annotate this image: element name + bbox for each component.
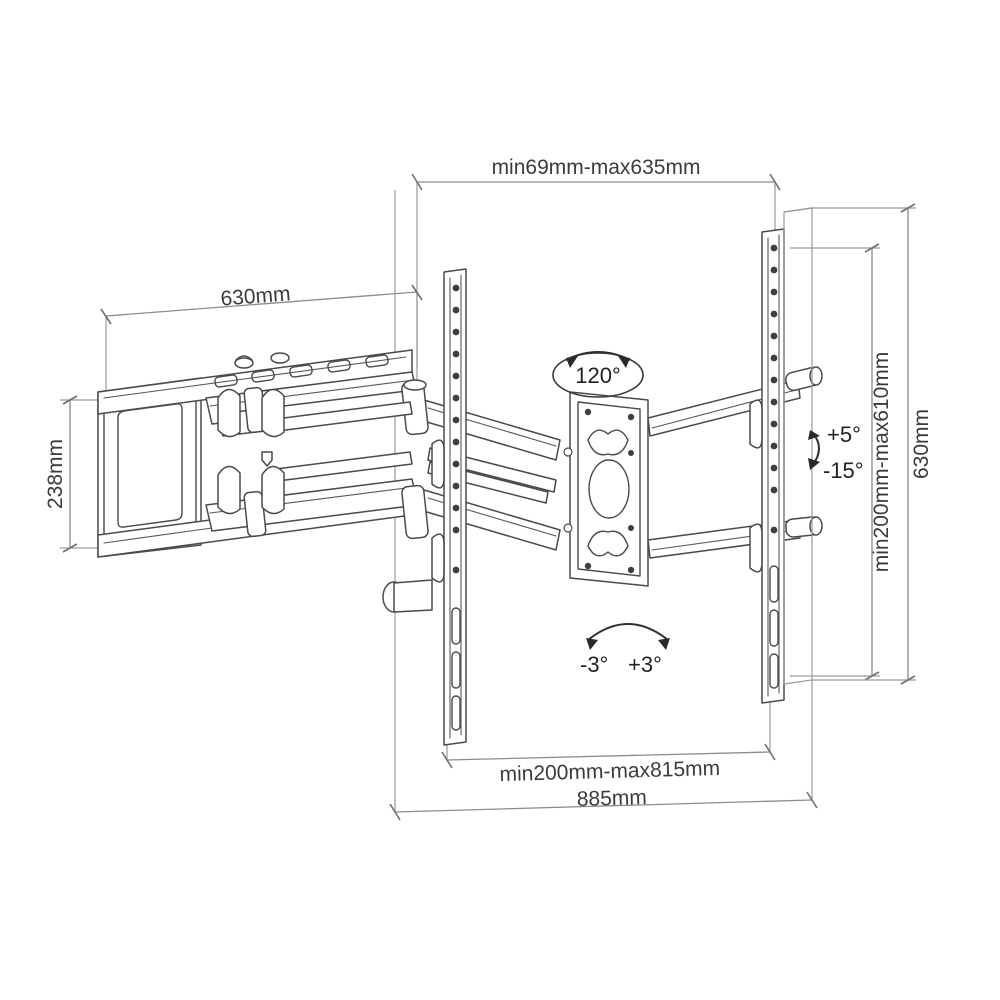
dim-label-bottom-total-width: 885mm (576, 786, 647, 811)
dim-label-left-height: 238mm (44, 439, 67, 509)
adjustment-hardware (217, 388, 285, 515)
dimension-right-vesa-height (790, 243, 880, 681)
swivel-badge: 120° (552, 351, 644, 398)
roll-left-label: -3° (580, 652, 608, 677)
roll-callout: -3° +3° (580, 623, 670, 677)
cross-bar-upper (647, 366, 823, 437)
dimension-left-height (60, 395, 104, 553)
dim-label-bottom-vesa-width: min200mm-max815mm (499, 757, 720, 786)
tilt-callout: +5° -15° (808, 422, 864, 483)
tv-panel-outline (783, 207, 813, 685)
dim-label-right-panel-height: 630mm (910, 409, 933, 479)
dim-label-right-vesa-height: min200mm-max610mm (870, 352, 893, 573)
arm-end-knob (382, 579, 433, 613)
vesa-rail-right (749, 228, 785, 704)
roll-right-label: +3° (628, 652, 662, 677)
tilt-up-label: +5° (827, 422, 861, 447)
center-pivot-plate (563, 391, 649, 587)
dimension-left-depth (100, 284, 423, 410)
swivel-angle-label: 120° (575, 363, 621, 388)
cross-bar-lower (647, 516, 823, 559)
vesa-rail-left-holes (452, 284, 460, 574)
dimension-bottom-vesa-width (441, 690, 776, 769)
vesa-rail-right-holes (770, 244, 778, 534)
vesa-rail-left (431, 268, 467, 746)
dimension-right-panel-height (812, 203, 916, 685)
dim-label-top-extension: min69mm-max635mm (492, 156, 701, 179)
tilt-down-label: -15° (823, 458, 864, 483)
dim-label-left-depth: 630mm (220, 282, 292, 310)
